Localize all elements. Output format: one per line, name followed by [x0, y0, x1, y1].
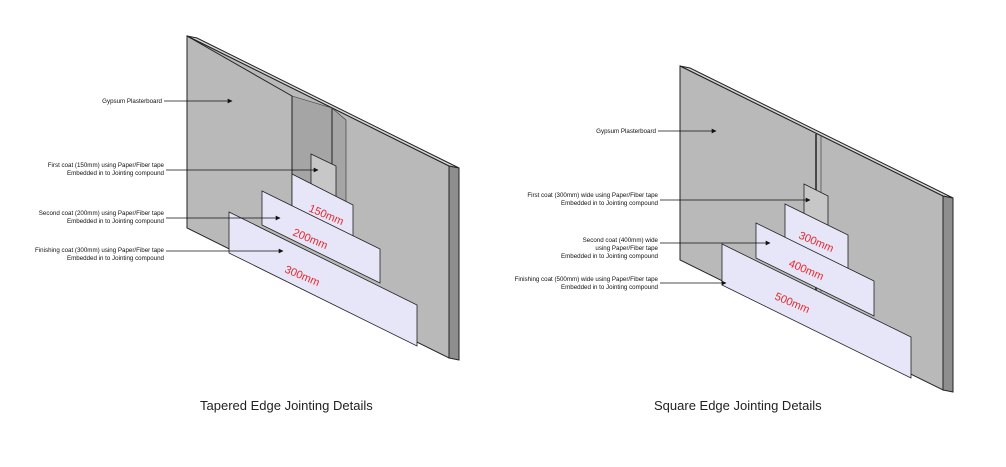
board-side-edge [448, 165, 460, 361]
finishing-coat-label-1: Finishing coat (300mm) using Paper/Fiber… [35, 247, 165, 254]
finishing-coat-label-2: Embedded in to Jointing compound [67, 255, 165, 262]
board-label: Gypsum Plasterboard [596, 128, 656, 135]
tapered-caption: Tapered Edge Jointing Details [200, 398, 373, 413]
second-coat-layer [261, 190, 381, 284]
first-coat-label-1: First coat (300mm) wide using Paper/Fibe… [527, 192, 658, 199]
second-coat-label-2: using Paper/Fiber tape [595, 245, 658, 252]
finishing-coat-label-1: Finishing coat (500mm) wide using Paper/… [515, 276, 659, 283]
second-coat-label-1: Second coat (400mm) wide [583, 237, 659, 244]
first-coat-label-1: First coat (150mm) using Paper/Fiber tap… [48, 162, 165, 169]
square-edge-panel: 300mm 400mm 500mm Gypsum Plasterboard Fi… [515, 65, 954, 413]
first-coat-label-2: Embedded in to Jointing compound [67, 170, 165, 177]
finishing-coat-layer [228, 211, 418, 347]
second-coat-layer [755, 222, 875, 317]
board-side-edge [942, 195, 954, 393]
second-coat-label-2: Embedded in to Jointing compound [67, 218, 165, 225]
finishing-coat-label-2: Embedded in to Jointing compound [561, 284, 659, 291]
tapered-edge-panel: 150mm 200mm 300mm Gypsum Plasterboard Fi… [35, 35, 460, 413]
first-coat-label-2: Embedded in to Jointing compound [561, 200, 659, 207]
second-coat-label-3: Embedded in to Jointing compound [561, 253, 659, 260]
board-label: Gypsum Plasterboard [102, 98, 162, 105]
square-caption: Square Edge Jointing Details [654, 398, 822, 413]
second-coat-label-1: Second coat (200mm) using Paper/Fiber ta… [39, 210, 165, 217]
finishing-coat-layer [721, 243, 912, 379]
